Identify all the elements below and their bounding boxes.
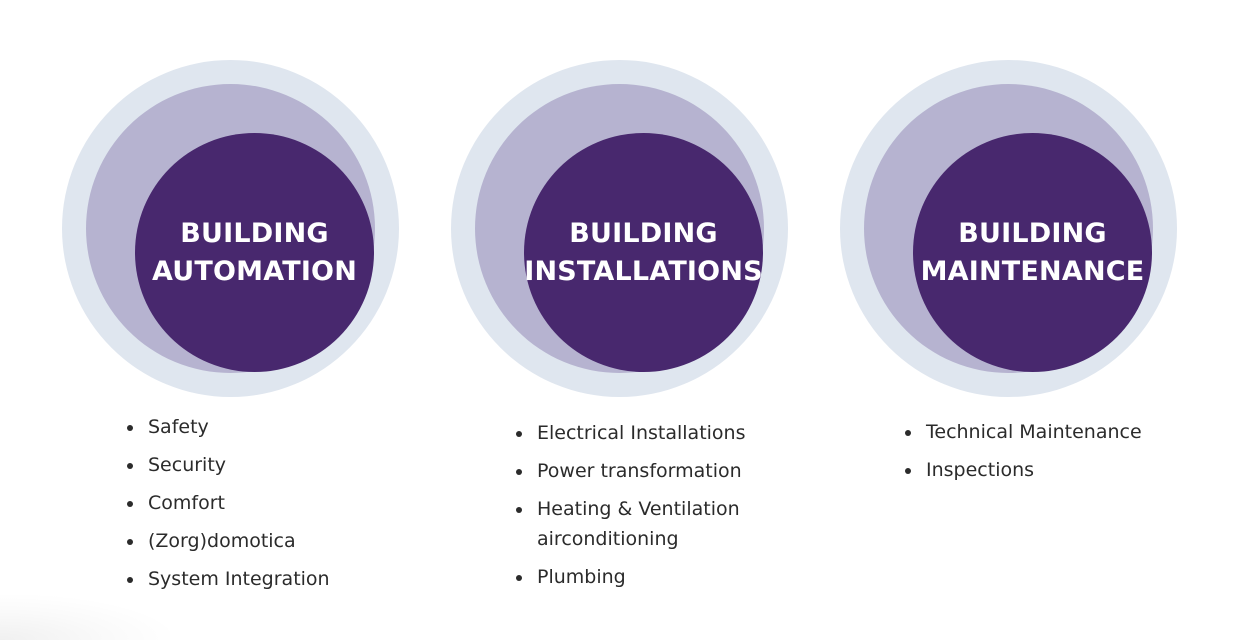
core-circle: BUILDING INSTALLATIONS <box>524 133 763 372</box>
service-title-line-2: MAINTENANCE <box>920 255 1145 287</box>
bullet-item: System Integration <box>125 564 330 594</box>
bullet-item: Electrical Installations <box>514 418 746 448</box>
service-building-installations: BUILDING INSTALLATIONS Electrical Instal… <box>451 60 788 588</box>
bullet-item: Power transformation <box>514 456 746 486</box>
outer-ring: BUILDING INSTALLATIONS <box>451 60 788 397</box>
bullet-item: Technical Maintenance <box>903 417 1142 447</box>
outer-ring: BUILDING MAINTENANCE <box>840 60 1177 397</box>
service-bullet-list: Electrical Installations Power transform… <box>514 418 746 600</box>
bullet-item: Plumbing <box>514 562 746 592</box>
page-corner-shadow <box>0 595 170 640</box>
service-title-line-2: INSTALLATIONS <box>524 255 763 287</box>
service-building-maintenance: BUILDING MAINTENANCE Technical Maintenan… <box>840 60 1177 481</box>
service-title-line-2: AUTOMATION <box>151 255 358 287</box>
outer-ring: BUILDING AUTOMATION <box>62 60 399 397</box>
bullet-item-line-2: airconditioning <box>537 528 679 550</box>
service-building-automation: BUILDING AUTOMATION Safety Security Comf… <box>62 60 399 590</box>
service-title-line-1: BUILDING <box>569 217 718 249</box>
middle-ring: BUILDING INSTALLATIONS <box>475 84 764 373</box>
service-bullet-list: Technical Maintenance Inspections <box>903 417 1142 493</box>
core-circle: BUILDING MAINTENANCE <box>913 133 1152 372</box>
service-bullet-list: Safety Security Comfort (Zorg)domotica S… <box>125 412 330 602</box>
middle-ring: BUILDING MAINTENANCE <box>864 84 1153 373</box>
bullet-item: Comfort <box>125 488 330 518</box>
service-title-line-1: BUILDING <box>180 217 329 249</box>
bullet-item: Inspections <box>903 455 1142 485</box>
bullet-item: Safety <box>125 412 330 442</box>
bullet-item-line-1: Heating & Ventilation <box>537 498 740 520</box>
core-circle: BUILDING AUTOMATION <box>135 133 374 372</box>
bullet-item: (Zorg)domotica <box>125 526 330 556</box>
middle-ring: BUILDING AUTOMATION <box>86 84 375 373</box>
bullet-item-wrapped: Heating & Ventilation airconditioning <box>514 494 746 554</box>
service-title-line-1: BUILDING <box>958 217 1107 249</box>
bullet-item: Security <box>125 450 330 480</box>
